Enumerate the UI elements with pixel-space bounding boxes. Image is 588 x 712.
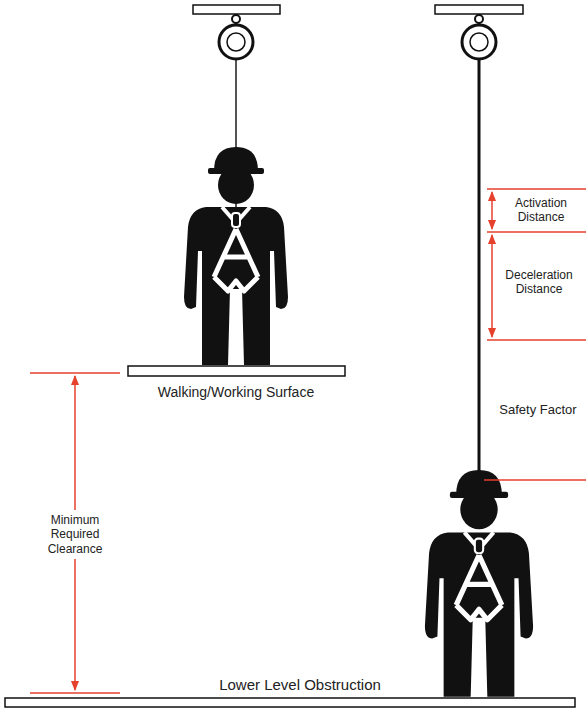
dimension-label: Minimum Required Clearance xyxy=(40,510,110,559)
srl-eye xyxy=(232,15,240,23)
dimension-lines xyxy=(30,189,586,693)
dimension-label: Safety Factor xyxy=(499,402,576,418)
worker-standing xyxy=(184,147,288,365)
working-surface xyxy=(128,366,345,376)
dimension-arrow xyxy=(491,192,493,229)
srl-housing xyxy=(219,25,253,59)
srl-drum xyxy=(470,33,488,51)
self-retracting-lifeline xyxy=(462,14,496,59)
worker-arrested xyxy=(425,470,533,697)
dimension-label: Lower Level Obstruction xyxy=(219,676,381,694)
lower-obstruction xyxy=(5,698,575,707)
self-retracting-lifeline xyxy=(219,14,253,59)
srl-housing xyxy=(462,25,496,59)
anchor-beam xyxy=(193,5,280,14)
dimension-label: Deceleration Distance xyxy=(493,268,585,297)
srl-drum xyxy=(227,33,245,51)
anchor-beam xyxy=(435,5,523,14)
dimension-tick xyxy=(484,479,586,481)
dimension-tick xyxy=(487,188,586,190)
srl-eye xyxy=(475,15,483,23)
extended-lifeline xyxy=(478,58,481,492)
dimension-tick xyxy=(487,339,586,341)
dimension-tick xyxy=(487,231,586,233)
dimension-label: Walking/Working Surface xyxy=(158,384,314,401)
dimension-label: Activation Distance xyxy=(497,196,585,225)
dimension-tick xyxy=(30,692,120,694)
dimension-arrow xyxy=(491,235,493,337)
dimension-tick xyxy=(30,372,120,374)
